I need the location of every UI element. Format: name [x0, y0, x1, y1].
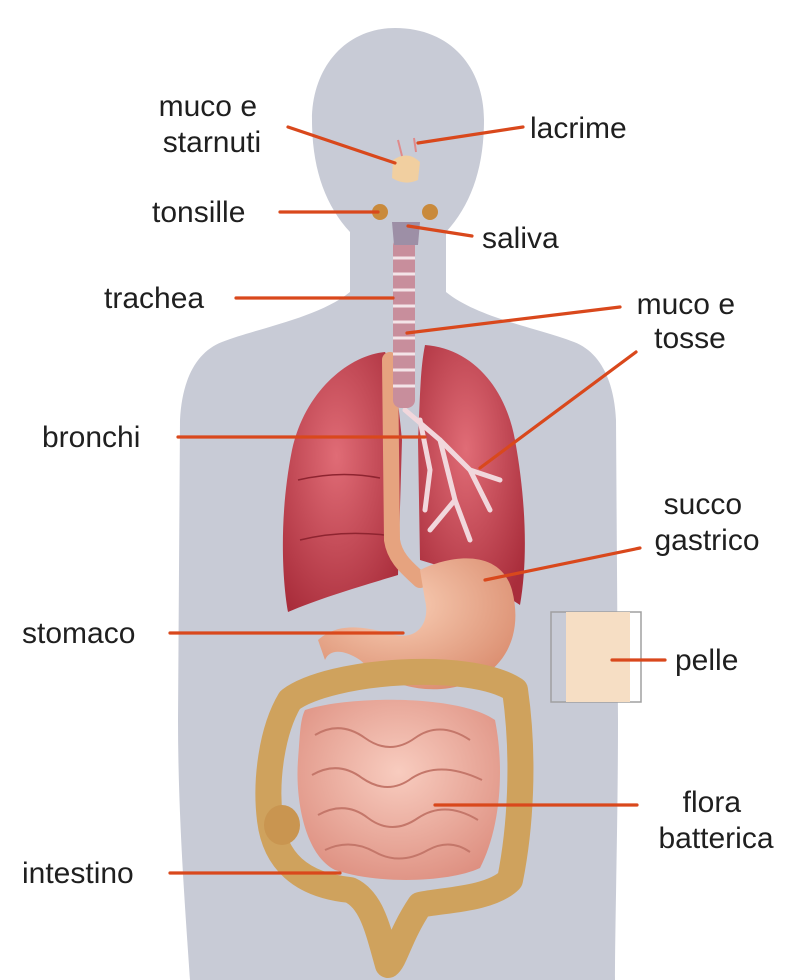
- label-muco-starnuti: muco e starnuti: [159, 90, 266, 159]
- label-tonsille: tonsille: [152, 196, 245, 229]
- label-lacrime: lacrime: [530, 112, 627, 145]
- label-intestino: intestino: [22, 857, 134, 890]
- small-intestine: [297, 700, 500, 880]
- larynx: [392, 222, 420, 245]
- label-flora-batterica: flora batterica: [658, 786, 773, 855]
- label-pelle: pelle: [675, 644, 738, 677]
- label-stomaco: stomaco: [22, 617, 135, 650]
- tonsil-right-icon: [422, 204, 438, 220]
- label-trachea: trachea: [104, 282, 204, 315]
- cecum: [264, 805, 300, 845]
- label-succo-gastrico: succo gastrico: [654, 488, 759, 557]
- skin-patch: [566, 612, 630, 702]
- label-saliva: saliva: [482, 222, 559, 255]
- label-bronchi: bronchi: [42, 421, 140, 454]
- label-muco-tosse: muco e tosse: [637, 288, 744, 355]
